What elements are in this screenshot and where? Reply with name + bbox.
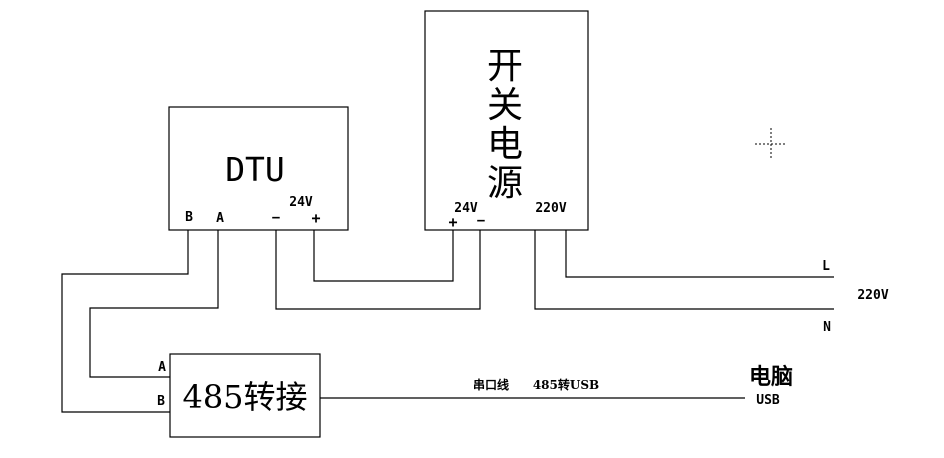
power-supply-module: 开 关 电 源 24V + − 220V [424,10,589,231]
dtu-voltage-label: 24V [289,195,313,210]
power-supply-plus-label: + [448,213,457,231]
power-supply-title-char-4: 源 [487,163,523,204]
dtu-pin-a-label: A [216,211,224,226]
power-supply-box [424,10,589,231]
wires [61,230,834,413]
dtu-pin-minus-label: − [272,210,280,226]
dtu-pin-plus-label: + [311,209,320,227]
wire-dtu-b-to-converter-b [61,230,189,413]
crosshair-icon [755,128,787,160]
rs485-converter-label: 485转接 [182,378,307,416]
converter-pin-b-label: B [157,394,165,409]
power-supply-output-voltage: 24V [454,201,478,216]
dtu-title: DTU [225,150,285,189]
power-supply-title-char-3: 电 [487,124,523,165]
power-supply-input-voltage: 220V [535,201,566,216]
dtu-pin-b-label: B [185,210,193,225]
serial-cable-label: 串口线 [473,377,509,392]
power-supply-minus-label: − [477,213,485,229]
mains-labels: L 220V N [822,259,889,335]
serial-converter-label: 485转USB [533,377,599,392]
wire-dtu-minus-to-psu-minus [275,230,481,310]
wire-psu-live [565,230,834,278]
mains-voltage-label: 220V [857,288,888,303]
dtu-box [168,106,349,231]
wire-dtu-plus-to-psu-plus [313,230,454,282]
rs485-converter-box [169,353,321,438]
computer-usb-label: USB [756,393,780,408]
rs485-converter-module: 485转接 A B [157,353,321,438]
power-supply-title-char-1: 开 [487,46,523,87]
converter-pin-a-label: A [158,360,166,375]
computer-label: 电脑 [749,364,793,390]
power-supply-title-char-2: 关 [487,85,523,126]
mains-neutral-label: N [823,320,831,335]
computer-labels: 电脑 USB [749,364,793,408]
serial-link-labels: 串口线 485转USB [473,377,599,392]
dtu-module: DTU 24V B A − + [168,106,349,231]
wire-dtu-a-to-converter-a [89,230,219,378]
wire-psu-neutral [534,230,834,310]
mains-live-label: L [822,259,830,274]
